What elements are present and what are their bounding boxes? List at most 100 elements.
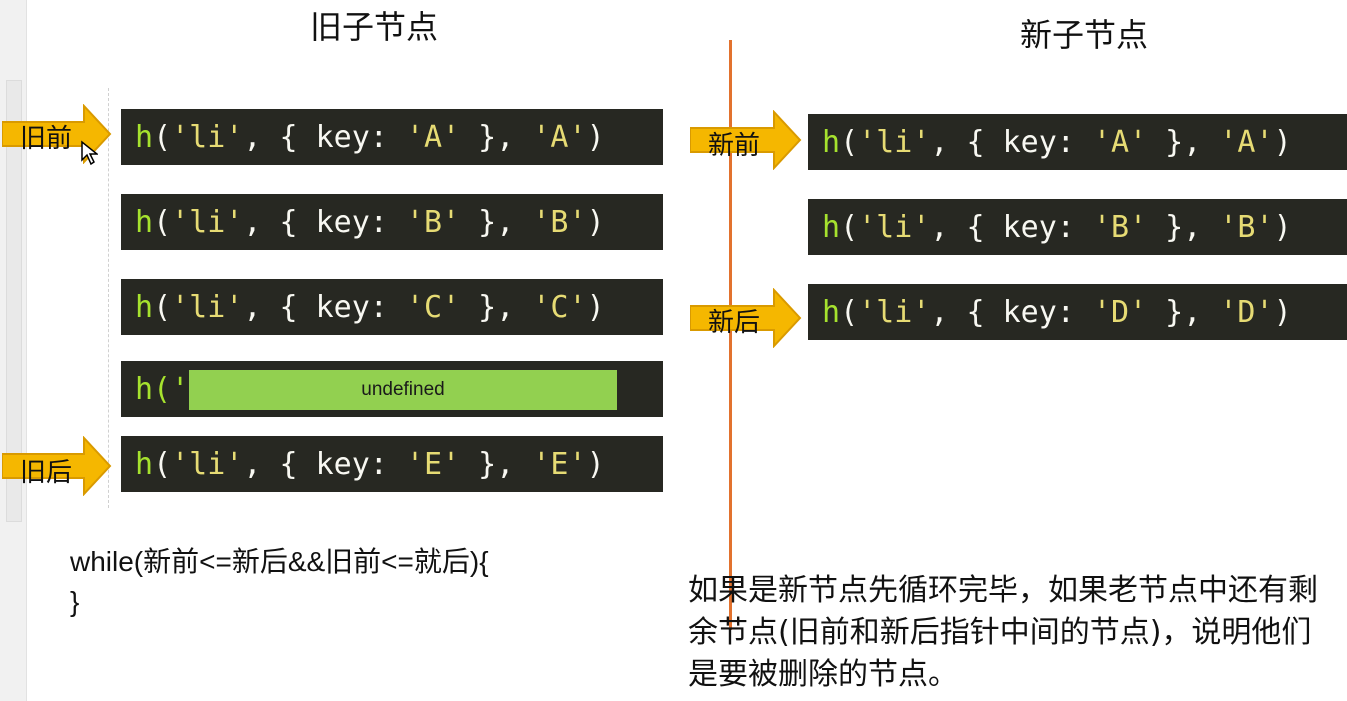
- node-punct: (: [153, 289, 172, 325]
- right-arrow-icon: [2, 436, 112, 496]
- right-arrow-icon: [690, 110, 802, 170]
- node-text: 'D': [1219, 294, 1274, 330]
- old-end-label: 旧后: [20, 458, 73, 488]
- undefined-placeholder: undefined: [189, 370, 617, 410]
- right-arrow-icon: [690, 288, 802, 348]
- node-punct: ): [586, 204, 605, 240]
- node-key: 'D': [1092, 294, 1148, 330]
- node-punct: ): [586, 446, 605, 482]
- node-punct: [388, 120, 406, 155]
- node-fn: h: [135, 119, 154, 155]
- node-punct: (: [840, 209, 859, 245]
- node-punct: (: [840, 294, 859, 330]
- node-punct: },: [1147, 124, 1220, 160]
- old-node-b: h('li', { key: 'B' }, 'B'): [121, 194, 663, 250]
- node-key-label: key:: [1002, 209, 1075, 245]
- node-punct: },: [460, 204, 533, 240]
- node-key-label: key:: [1002, 294, 1075, 330]
- old-end-pointer: 旧后: [2, 436, 112, 496]
- node-prefix: h(': [135, 371, 190, 407]
- left-edge-strip: [0, 0, 27, 701]
- new-children-title: 新子节点: [1020, 16, 1149, 54]
- while-loop-close: }: [70, 586, 80, 617]
- new-node-a: h('li', { key: 'A' }, 'A'): [808, 114, 1347, 170]
- old-node-c: h('li', { key: 'C' }, 'C'): [121, 279, 663, 335]
- new-end-label: 新后: [708, 308, 761, 338]
- node-punct: , {: [243, 204, 316, 240]
- old-children-title: 旧子节点: [310, 8, 439, 46]
- right-arrow-icon: [2, 104, 112, 164]
- dotted-guide-line: [108, 88, 109, 508]
- node-punct: (: [153, 446, 172, 482]
- while-loop-line: while(新前<=新后&&旧前<=就后){: [70, 546, 489, 577]
- node-fn: h: [822, 294, 841, 330]
- node-punct: },: [1147, 294, 1220, 330]
- node-punct: },: [1147, 209, 1220, 245]
- left-edge-strip-inner: [6, 80, 22, 522]
- node-fn: h: [135, 204, 154, 240]
- node-punct: ): [1273, 124, 1292, 160]
- node-key: 'E': [405, 446, 461, 482]
- node-key: 'B': [405, 204, 461, 240]
- node-punct: ): [1273, 294, 1292, 330]
- new-start-pointer: 新前: [690, 110, 802, 170]
- node-punct: [1075, 125, 1093, 160]
- node-punct: },: [460, 446, 533, 482]
- old-node-a: h('li', { key: 'A' }, 'A'): [121, 109, 663, 165]
- node-punct: (: [840, 124, 859, 160]
- node-key-label: key:: [315, 446, 388, 482]
- node-punct: [388, 290, 406, 325]
- explanation-note: 如果是新节点先循环完毕，如果老节点中还有剩余节点(旧前和新后指针中间的节点)，说…: [688, 573, 1318, 692]
- node-tag: 'li': [171, 204, 244, 240]
- node-punct: },: [460, 119, 533, 155]
- node-text: 'E': [532, 446, 587, 482]
- node-punct: (: [153, 204, 172, 240]
- node-key-label: key:: [315, 119, 388, 155]
- node-punct: , {: [930, 294, 1003, 330]
- node-text: 'B': [1219, 209, 1274, 245]
- new-node-d: h('li', { key: 'D' }, 'D'): [808, 284, 1347, 340]
- node-fn: h: [135, 446, 154, 482]
- node-punct: [388, 205, 406, 240]
- node-text: 'C': [532, 289, 587, 325]
- node-text: 'B': [532, 204, 587, 240]
- node-key-label: key:: [315, 204, 388, 240]
- node-tag: 'li': [171, 119, 244, 155]
- vertical-divider: [729, 40, 732, 630]
- node-tag: 'li': [171, 289, 244, 325]
- node-text: 'A': [532, 119, 587, 155]
- node-punct: , {: [243, 289, 316, 325]
- node-fn: h: [822, 124, 841, 160]
- node-punct: , {: [243, 119, 316, 155]
- mouse-cursor-icon: [81, 140, 98, 166]
- new-end-pointer: 新后: [690, 288, 802, 348]
- new-node-b: h('li', { key: 'B' }, 'B'): [808, 199, 1347, 255]
- node-punct: , {: [243, 446, 316, 482]
- node-punct: ): [1273, 209, 1292, 245]
- node-key: 'C': [405, 289, 461, 325]
- new-start-label: 新前: [708, 131, 761, 161]
- node-tag: 'li': [171, 446, 244, 482]
- node-punct: ): [586, 119, 605, 155]
- node-tag: 'li': [858, 124, 931, 160]
- old-start-pointer: 旧前: [2, 104, 112, 164]
- node-punct: [1075, 210, 1093, 245]
- node-punct: [388, 447, 406, 482]
- node-punct: (: [153, 119, 172, 155]
- node-text: 'A': [1219, 124, 1274, 160]
- old-start-label: 旧前: [20, 124, 73, 154]
- old-node-e: h('li', { key: 'E' }, 'E'): [121, 436, 663, 492]
- node-punct: [1075, 295, 1093, 330]
- node-key: 'A': [1092, 124, 1148, 160]
- node-key: 'A': [405, 119, 461, 155]
- node-punct: , {: [930, 124, 1003, 160]
- node-key: 'B': [1092, 209, 1148, 245]
- node-key-label: key:: [1002, 124, 1075, 160]
- node-punct: },: [460, 289, 533, 325]
- node-key-label: key:: [315, 289, 388, 325]
- node-fn: h: [135, 289, 154, 325]
- node-punct: , {: [930, 209, 1003, 245]
- node-punct: ): [586, 289, 605, 325]
- node-tag: 'li': [858, 294, 931, 330]
- node-tag: 'li': [858, 209, 931, 245]
